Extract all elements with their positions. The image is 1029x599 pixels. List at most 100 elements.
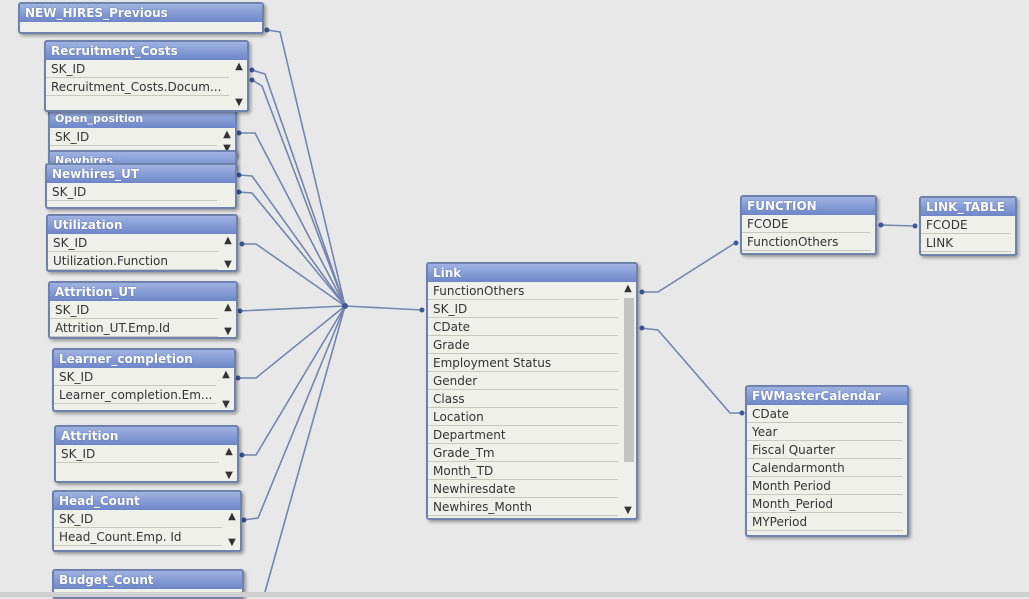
scrollbar[interactable]: ▲ ▼ <box>219 128 235 156</box>
horizontal-scrollbar[interactable] <box>0 592 1029 597</box>
table-field[interactable]: Location <box>428 408 618 426</box>
scroll-up-icon[interactable]: ▲ <box>624 283 632 294</box>
table-field[interactable]: CDate <box>428 318 618 336</box>
link-line-attrition <box>241 305 346 456</box>
scroll-up-icon[interactable]: ▲ <box>235 61 243 72</box>
scroll-down-icon[interactable]: ▼ <box>624 505 632 516</box>
table-title: Open_position <box>50 110 235 128</box>
table-field[interactable]: Month_Period <box>747 495 903 513</box>
table-field[interactable]: Fiscal Quarter <box>747 441 903 459</box>
table-field[interactable]: Grade <box>428 336 618 354</box>
table-field[interactable]: SK_ID <box>428 300 618 318</box>
scrollbar[interactable]: ▲ ▼ <box>220 301 236 337</box>
table-field[interactable]: MYPeriod <box>747 513 903 531</box>
scrollbar[interactable]: ▲ ▼ <box>231 60 247 110</box>
table-field[interactable]: SK_ID <box>54 510 222 528</box>
scrollbar[interactable]: ▲ ▼ <box>221 445 237 481</box>
table-field[interactable]: Newhiresdate <box>428 480 618 498</box>
table-fwmastercalendar[interactable]: FWMasterCalendar CDate Year Fiscal Quart… <box>745 385 909 537</box>
table-title: Budget_Count <box>54 571 242 589</box>
scroll-down-icon[interactable]: ▼ <box>223 143 231 154</box>
table-title: Attrition_UT <box>50 283 236 301</box>
table-open-position[interactable]: Open_position SK_ID ▲ ▼ <box>48 108 237 158</box>
table-field[interactable]: Department <box>428 426 618 444</box>
table-field[interactable]: Recruitment_Costs.Docum... <box>46 78 229 96</box>
scrollbar[interactable]: ▲ ▼ <box>224 510 240 550</box>
table-learner-completion[interactable]: Learner_completion SK_ID Learner_complet… <box>52 348 236 412</box>
scroll-down-icon[interactable]: ▼ <box>235 97 243 108</box>
table-field[interactable]: Month_TD <box>428 462 618 480</box>
table-title: Newhires_UT <box>47 165 235 183</box>
table-field[interactable]: Class <box>428 390 618 408</box>
scroll-thumb[interactable] <box>624 298 634 462</box>
scroll-down-icon[interactable]: ▼ <box>225 470 233 481</box>
table-recruitment-costs[interactable]: Recruitment_Costs SK_ID Recruitment_Cost… <box>44 40 249 112</box>
table-field[interactable]: Head_Count.Emp. Id <box>54 528 222 546</box>
scroll-down-icon[interactable]: ▼ <box>228 537 236 548</box>
table-field[interactable]: Grade_Tm <box>428 444 618 462</box>
table-field[interactable]: Learner_completion.Em... <box>54 386 216 404</box>
table-field[interactable]: Gender <box>428 372 618 390</box>
link-line-newhires-ut-2 <box>238 191 346 307</box>
table-new-hires-previous[interactable]: NEW_HIRES_Previous <box>18 2 264 34</box>
link-line-utilization <box>242 243 346 307</box>
table-attrition-ut[interactable]: Attrition_UT SK_ID Attrition_UT.Emp.Id ▲… <box>48 281 238 339</box>
scrollbar[interactable]: ▲ ▼ <box>220 234 236 270</box>
table-head-count[interactable]: Head_Count SK_ID Head_Count.Emp. Id ▲ ▼ <box>52 490 242 552</box>
table-field[interactable]: Calendarmonth <box>747 459 903 477</box>
table-field[interactable]: SK_ID <box>50 301 218 319</box>
table-newhires-ut[interactable]: Newhires_UT SK_ID <box>45 163 237 209</box>
link-line-main <box>344 305 423 311</box>
table-field[interactable]: FunctionOthers <box>428 282 618 300</box>
link-line-recruitment-costs <box>251 69 346 307</box>
table-link[interactable]: Link FunctionOthers SK_ID CDate Grade Em… <box>426 262 638 520</box>
table-field[interactable]: LINK <box>921 234 1011 252</box>
table-link-table[interactable]: LINK_TABLE FCODE LINK <box>919 196 1017 256</box>
link-line-calendar <box>640 327 742 414</box>
table-field[interactable]: SK_ID <box>46 60 229 78</box>
table-field[interactable]: SK_ID <box>54 368 216 386</box>
table-field[interactable]: SK_ID <box>48 234 218 252</box>
scroll-down-icon[interactable]: ▼ <box>224 326 232 337</box>
scroll-up-icon[interactable]: ▲ <box>224 302 232 313</box>
table-field[interactable]: Newhires_Month <box>428 498 618 516</box>
scroll-up-icon[interactable]: ▲ <box>224 235 232 246</box>
table-field[interactable]: Month Period <box>747 477 903 495</box>
link-line-new-hires-previous <box>266 29 346 307</box>
scroll-up-icon[interactable]: ▲ <box>225 446 233 457</box>
table-field[interactable]: Utilization.Function <box>48 252 218 270</box>
table-function[interactable]: FUNCTION FCODE FunctionOthers <box>740 195 877 255</box>
table-field[interactable]: Year <box>747 423 903 441</box>
table-field[interactable]: FCODE <box>921 216 1011 234</box>
scroll-up-icon[interactable]: ▲ <box>222 369 230 380</box>
link-line-recruitment-costs-2 <box>251 79 346 307</box>
table-field[interactable]: CDate <box>747 405 903 423</box>
scrollbar[interactable]: ▲ ▼ <box>218 368 234 410</box>
table-field[interactable]: FCODE <box>742 215 871 233</box>
link-line-newhires-ut-1 <box>238 174 346 307</box>
scrollbar[interactable]: ▲ ▼ <box>620 282 636 518</box>
table-title: NEW_HIRES_Previous <box>20 4 262 22</box>
table-title: Head_Count <box>54 492 240 510</box>
link-line-learner-completion <box>237 305 346 379</box>
table-field[interactable]: Employment Status <box>428 354 618 372</box>
link-line-open-position <box>239 132 346 307</box>
table-field[interactable]: SK_ID <box>47 183 217 201</box>
link-line-head-count <box>242 305 346 521</box>
table-title: Attrition <box>56 427 237 445</box>
scroll-down-icon[interactable]: ▼ <box>222 399 230 410</box>
table-field[interactable]: SK_ID <box>50 128 217 146</box>
table-title: Link <box>428 264 636 282</box>
table-field[interactable]: Attrition_UT.Emp.Id <box>50 319 218 337</box>
table-attrition[interactable]: Attrition SK_ID ▲ ▼ <box>54 425 239 483</box>
table-field[interactable]: SK_ID <box>56 445 219 463</box>
scroll-down-icon[interactable]: ▼ <box>224 259 232 270</box>
table-utilization[interactable]: Utilization SK_ID Utilization.Function ▲… <box>46 214 238 272</box>
scroll-up-icon[interactable]: ▲ <box>228 511 236 522</box>
scroll-up-icon[interactable]: ▲ <box>223 129 231 140</box>
table-field[interactable]: FunctionOthers <box>742 233 871 251</box>
hub-dot <box>342 303 348 309</box>
link-line-attrition-ut <box>238 305 346 312</box>
